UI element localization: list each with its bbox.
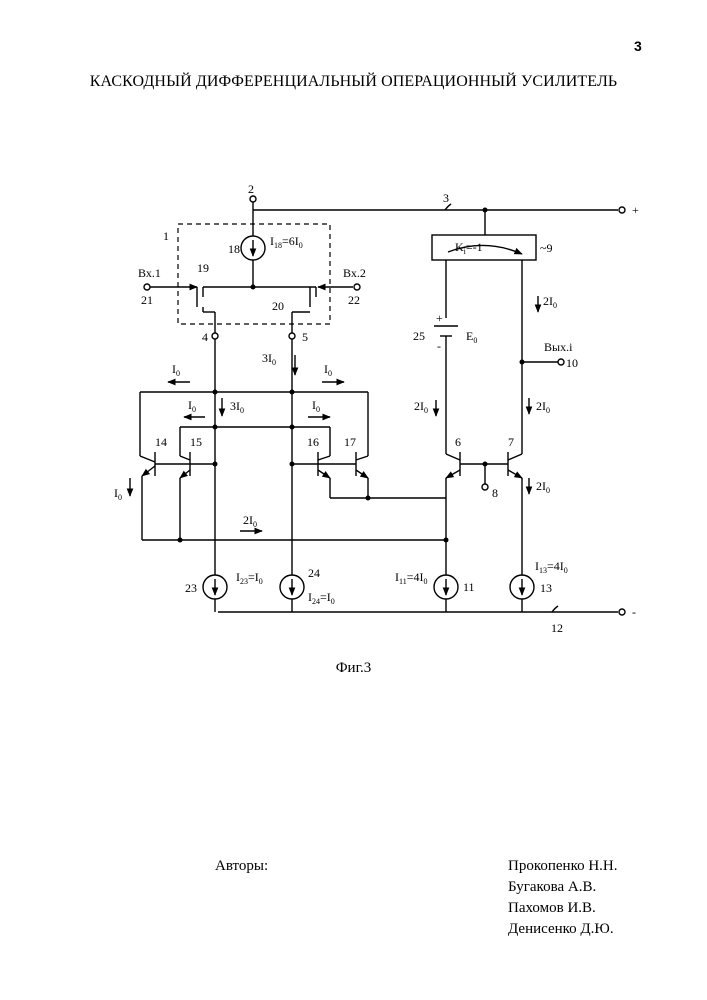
source-23-label: I23=I0 <box>236 570 263 586</box>
current-label-I0-a: I0 <box>172 362 180 378</box>
node-label-4: 4 <box>202 330 208 344</box>
node-label-10: 10 <box>566 356 578 370</box>
input-2-terminal[interactable] <box>353 283 361 291</box>
current-source-11 <box>433 574 459 612</box>
node-label-20: 20 <box>272 299 284 313</box>
node-label-16: 16 <box>307 435 319 449</box>
node-label-5: 5 <box>302 330 308 344</box>
source-13-label: I13=4I0 <box>535 559 568 575</box>
author-name: Пахомов И.В. <box>508 900 596 916</box>
block-1-outline <box>177 223 331 325</box>
node-label-15: 15 <box>190 435 202 449</box>
node-label-12: 12 <box>551 621 563 635</box>
node-label-18: 18 <box>228 242 240 256</box>
output-terminal[interactable] <box>519 358 565 366</box>
minus-rail <box>218 608 626 616</box>
node-label-11: 11 <box>463 580 475 594</box>
transistor-14 <box>126 452 190 540</box>
battery-plus-label: + <box>436 311 443 325</box>
transistor-6 <box>445 452 508 575</box>
battery-25 <box>432 325 458 454</box>
transistor-19 <box>150 283 316 333</box>
source-11-label: I11=4I0 <box>395 570 427 586</box>
current-label-2I0-b: 2I0 <box>543 294 557 310</box>
author-name: Прокопенко Н.Н. <box>508 858 618 874</box>
author-name: Бугакова А.В. <box>508 879 597 895</box>
node-label-19: 19 <box>197 261 209 275</box>
node-4-terminal <box>211 332 219 340</box>
transistor-17 <box>318 452 369 498</box>
node-label-1: 1 <box>163 229 169 243</box>
node-label-6: 6 <box>455 435 461 449</box>
transistor-7 <box>507 452 533 575</box>
current-source-24 <box>279 574 305 612</box>
current-label-I0-b: I0 <box>324 362 332 378</box>
node-label-22: 22 <box>348 293 360 307</box>
authors-label: Авторы: <box>215 858 269 874</box>
current-label-3I0-a: 3I0 <box>262 351 276 367</box>
current-source-23 <box>202 574 228 612</box>
node-5-terminal <box>288 332 296 340</box>
node-label-21: 21 <box>141 293 153 307</box>
authors-list: Прокопенко Н.Н. Бугакова А.В. Пахомов И.… <box>508 856 618 940</box>
current-label-2I0-c: 2I0 <box>414 399 428 415</box>
battery-name-label: E0 <box>466 329 477 345</box>
plus-rail-label: + <box>632 203 639 217</box>
input-1-label: Вх.1 <box>138 266 161 280</box>
source-18-label: I18=6I0 <box>270 234 303 250</box>
node-label-24: 24 <box>308 566 320 580</box>
current-mirror-block-9 <box>431 207 542 454</box>
current-label-2I0-d: 2I0 <box>536 399 550 415</box>
author-name: Денисенко Д.Ю. <box>508 921 614 937</box>
node-8-terminal <box>481 483 489 491</box>
current-label-I0-d: I0 <box>312 398 320 414</box>
current-source-13 <box>509 574 535 612</box>
node-label-2: 2 <box>248 182 254 196</box>
current-source-18 <box>240 232 266 287</box>
node-label-7: 7 <box>508 435 514 449</box>
node-label-8: 8 <box>492 486 498 500</box>
node-label-14: 14 <box>155 435 167 449</box>
block-9-gain-label: Ki=-1 <box>455 240 483 256</box>
node-label-9: ~9 <box>540 241 553 255</box>
input-1-terminal[interactable] <box>143 283 151 291</box>
page-title: КАСКОДНЫЙ ДИФФЕРЕНЦИАЛЬНЫЙ ОПЕРАЦИОННЫЙ … <box>89 73 618 90</box>
current-label-3I0-b: 3I0 <box>230 399 244 415</box>
current-label-2I0-e: 2I0 <box>536 479 550 495</box>
bias-bus-inner <box>179 413 331 456</box>
node-label-3: 3 <box>443 191 449 205</box>
current-label-2I0-a: 2I0 <box>243 513 257 529</box>
transistor-16 <box>289 452 331 498</box>
input-2-label: Вх.2 <box>343 266 366 280</box>
node-label-17: 17 <box>344 435 356 449</box>
current-label-I0-e: I0 <box>114 486 122 502</box>
transistor-20 <box>291 283 353 333</box>
bias-bus-outer <box>139 378 369 456</box>
plus-rail <box>249 195 626 232</box>
page-number: 3 <box>634 38 642 54</box>
current-label-I0-c: I0 <box>188 398 196 414</box>
node-label-13: 13 <box>540 581 552 595</box>
node-label-25: 25 <box>413 329 425 343</box>
circuit-diagram: 2 3 + 1 18 I18=6I0 19 Вх.1 21 Вх.2 22 20… <box>114 182 639 635</box>
output-label: Вых.i <box>544 340 573 354</box>
source-24-label: I24=I0 <box>308 590 335 606</box>
figure-caption: Фиг.3 <box>335 660 372 676</box>
transistor-15 <box>179 452 218 540</box>
battery-minus-label: - <box>437 339 441 353</box>
minus-rail-label: - <box>632 605 636 619</box>
node-label-23: 23 <box>185 581 197 595</box>
